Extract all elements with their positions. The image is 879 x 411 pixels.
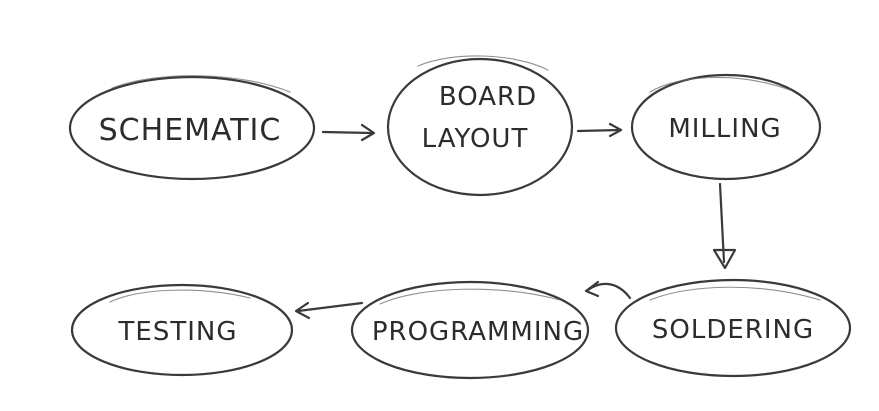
- edge-schematic-to-board-layout-line: [321, 130, 374, 135]
- node-soldering-overstroke: [649, 286, 821, 301]
- edge-soldering-to-programming: [584, 280, 632, 300]
- node-milling-overstroke: [649, 76, 791, 93]
- node-board-layout: BOARD LAYOUT: [386, 55, 574, 197]
- node-programming: PROGRAMMING: [350, 280, 590, 380]
- node-soldering-label: SOLDERING: [652, 315, 814, 345]
- edge-milling-to-soldering: [712, 182, 737, 270]
- node-milling: MILLING: [630, 73, 822, 181]
- node-board-layout-label-line2: LAYOUT: [422, 124, 529, 154]
- edge-board-layout-to-milling: [576, 122, 623, 138]
- node-schematic-label: SCHEMATIC: [99, 113, 282, 148]
- node-board-layout-label-line1: BOARD: [439, 82, 537, 112]
- node-milling-ellipse: [630, 73, 822, 181]
- edge-soldering-to-programming-arrowhead: [584, 280, 600, 298]
- edge-schematic-to-board-layout-arrowhead: [360, 123, 376, 142]
- edge-programming-to-testing: [294, 301, 364, 320]
- node-testing: TESTING: [70, 283, 294, 377]
- edge-schematic-to-board-layout: [321, 123, 376, 142]
- node-schematic-overstroke: [111, 75, 291, 93]
- node-board-layout-ellipse: [386, 57, 574, 197]
- node-soldering-ellipse: [614, 278, 852, 378]
- edge-board-layout-to-milling-line: [576, 128, 622, 133]
- node-testing-label: TESTING: [118, 317, 238, 347]
- node-board-layout-overstroke: [417, 55, 549, 71]
- node-testing-ellipse: [70, 283, 294, 377]
- node-soldering: SOLDERING: [614, 278, 852, 378]
- node-milling-label: MILLING: [668, 114, 781, 144]
- node-testing-overstroke: [109, 289, 251, 303]
- edge-milling-to-soldering-arrowhead: [712, 248, 737, 270]
- node-programming-label: PROGRAMMING: [372, 317, 584, 347]
- edge-board-layout-to-milling-arrowhead: [608, 122, 623, 138]
- node-programming-overstroke: [379, 288, 561, 305]
- node-programming-ellipse: [350, 280, 590, 380]
- node-schematic-ellipse: [68, 75, 316, 181]
- edge-programming-to-testing-arrowhead: [294, 301, 311, 320]
- edge-programming-to-testing-line: [296, 301, 364, 313]
- node-schematic: SCHEMATIC: [68, 75, 316, 181]
